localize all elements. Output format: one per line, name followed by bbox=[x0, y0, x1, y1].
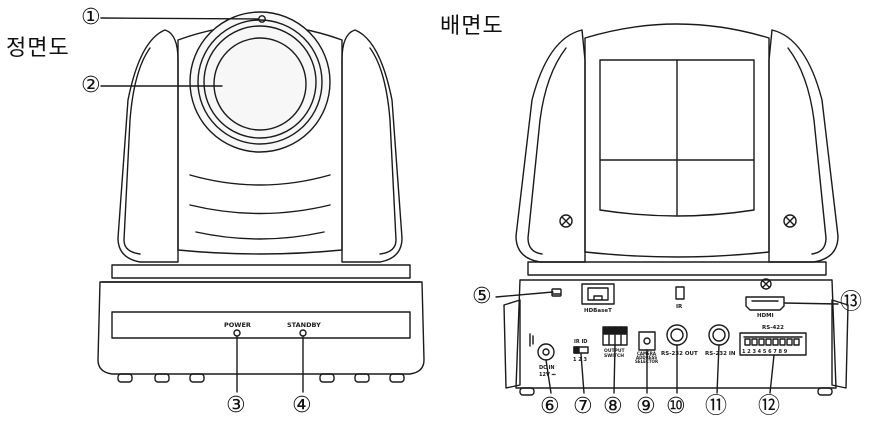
ir-id-pos-label: 1 2 3 bbox=[573, 357, 587, 363]
camera-address-selector bbox=[638, 331, 656, 351]
callout-3: ③ bbox=[226, 393, 246, 418]
ir-label: IR bbox=[676, 304, 683, 310]
power-label: POWER bbox=[224, 321, 251, 329]
ir-sensor bbox=[675, 286, 685, 300]
back-camera bbox=[495, 23, 849, 396]
front-panel bbox=[111, 311, 411, 339]
front-base bbox=[97, 281, 425, 375]
front-lens-glass bbox=[213, 37, 307, 131]
back-yoke-right bbox=[768, 29, 839, 263]
rs422-terminal bbox=[739, 332, 807, 356]
callout-9: ⑨ bbox=[636, 394, 656, 419]
rs232-in-port bbox=[708, 324, 730, 346]
back-screw-right bbox=[783, 214, 797, 228]
callout-6: ⑥ bbox=[540, 394, 560, 419]
rs232-out-port bbox=[666, 324, 688, 346]
callout-8: ⑧ bbox=[603, 394, 623, 419]
back-yoke-left bbox=[515, 29, 586, 263]
front-view-title: 정면도 bbox=[6, 36, 70, 61]
output-switch-label-1: OUTPUT bbox=[604, 348, 626, 354]
rs422-label: RS-422 bbox=[762, 325, 784, 331]
hdmi-port bbox=[745, 296, 785, 311]
leader-11 bbox=[716, 344, 720, 394]
dc-in-jack bbox=[529, 333, 555, 361]
output-switch-label-2: SWITCH bbox=[604, 353, 624, 359]
leader-5 bbox=[495, 291, 554, 298]
dc-in-label: DC IN bbox=[539, 365, 555, 371]
hdbaset-port bbox=[581, 283, 615, 305]
back-base bbox=[515, 279, 837, 389]
callout-4: ④ bbox=[292, 393, 312, 418]
front-yoke-left bbox=[117, 29, 179, 263]
leader-7 bbox=[580, 353, 585, 394]
camera-selector-label-3: SELECTOR bbox=[635, 359, 658, 364]
output-switch bbox=[602, 326, 628, 346]
back-head bbox=[584, 23, 770, 258]
front-camera bbox=[97, 11, 425, 393]
camera-selector-label-2: ADDRESS bbox=[636, 355, 657, 360]
callout-13: ⑬ bbox=[840, 290, 863, 315]
callout-7: ⑦ bbox=[573, 394, 593, 419]
ir-id-switch bbox=[573, 346, 589, 354]
back-view-title: 배면도 bbox=[440, 14, 504, 39]
rs422-pins-label: 1 2 3 4 5 6 7 8 9 bbox=[742, 349, 788, 355]
callout-5: ⑤ bbox=[472, 284, 492, 309]
standby-label: STANDBY bbox=[287, 321, 321, 329]
dc-volt-label: 12V ⎓ bbox=[539, 372, 556, 378]
callout-11: ⑪ bbox=[705, 394, 728, 419]
ir-id-label: IR ID bbox=[574, 339, 587, 345]
callout-10: ⑩ bbox=[666, 394, 686, 419]
callout-1: ① bbox=[81, 5, 101, 30]
hdmi-label: HDMI bbox=[757, 313, 774, 319]
back-base-top bbox=[527, 261, 827, 276]
standby-led bbox=[299, 329, 307, 337]
back-screw-left bbox=[559, 214, 573, 228]
front-base-top bbox=[111, 264, 411, 279]
front-yoke-right bbox=[341, 29, 403, 263]
rs232-out-label: RS-232 OUT bbox=[661, 351, 698, 357]
leader-13 bbox=[783, 302, 839, 305]
tally-lamp bbox=[258, 15, 266, 23]
front-lens-outer bbox=[189, 11, 331, 153]
leader-12 bbox=[769, 354, 775, 394]
leader-6 bbox=[545, 359, 552, 394]
rs232-in-label: RS-232 IN bbox=[705, 351, 736, 357]
power-led bbox=[233, 329, 241, 337]
leader-8 bbox=[613, 344, 616, 394]
leader-1 bbox=[100, 17, 259, 20]
callout-2: ② bbox=[81, 73, 101, 98]
hdbaset-label: HDBaseT bbox=[584, 308, 612, 314]
camera-selector-label-1: CAMERA bbox=[637, 351, 657, 356]
callout-12: ⑫ bbox=[758, 394, 781, 419]
